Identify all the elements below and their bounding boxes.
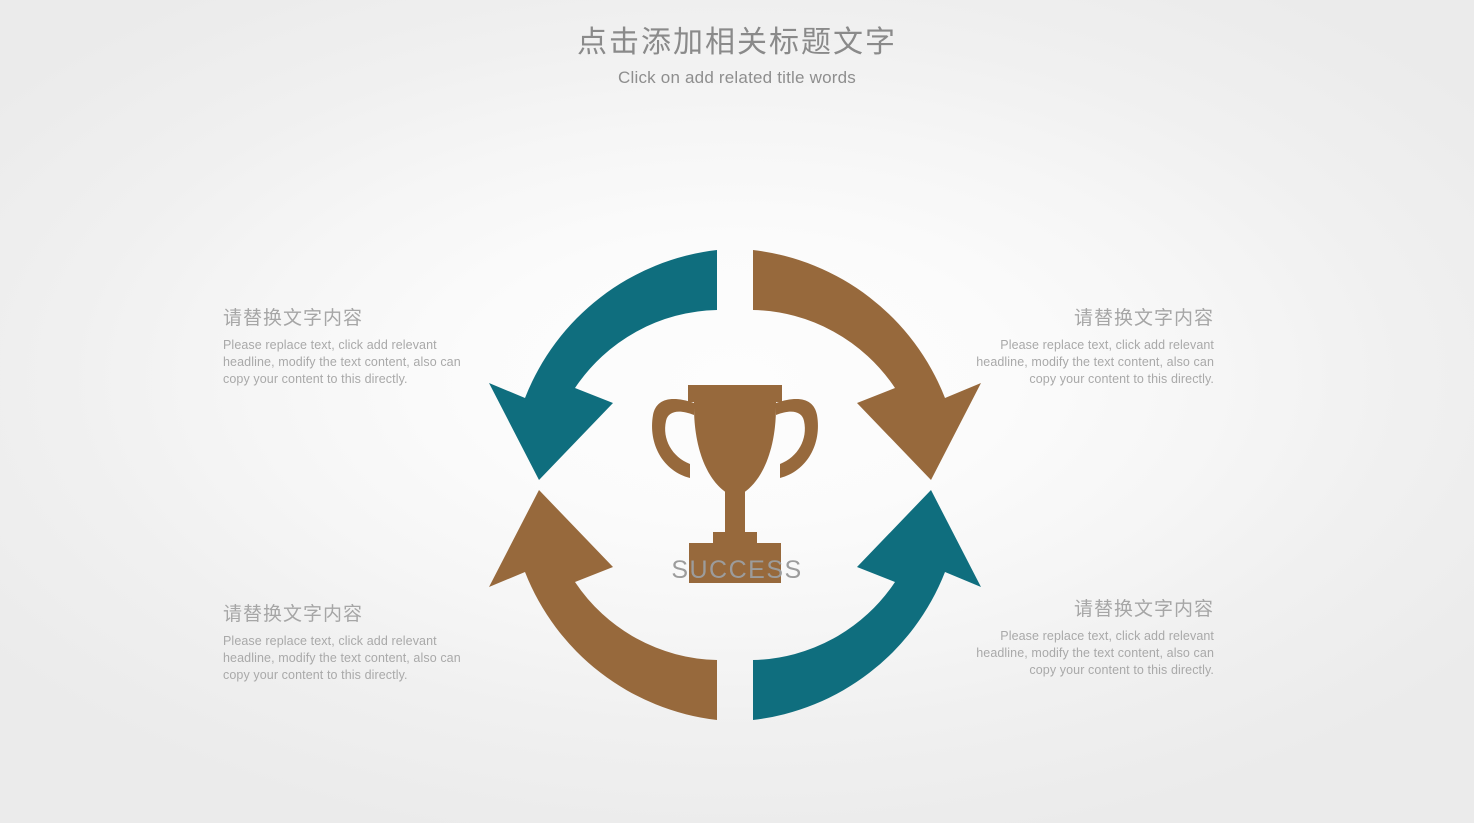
text-block-body: Please replace text, click add relevant …	[223, 634, 461, 682]
text-block-body: Please replace text, click add relevant …	[976, 338, 1214, 386]
text-block-heading: 请替换文字内容	[1073, 308, 1214, 329]
text-block-heading: 请替换文字内容	[1073, 599, 1214, 620]
top-left-arrow[interactable]	[489, 250, 717, 480]
bottom-left-arrow[interactable]	[753, 250, 981, 480]
text-block-top-right[interactable]: 请替换文字内容 Please replace text, click add r…	[952, 306, 1214, 388]
top-right-arrow[interactable]	[489, 490, 717, 720]
trophy-icon	[652, 385, 818, 583]
text-block-bottom-left[interactable]: 请替换文字内容 Please replace text, click add r…	[223, 602, 485, 684]
text-block-body: Please replace text, click add relevant …	[223, 338, 461, 386]
success-label: SUCCESS	[671, 556, 803, 584]
text-block-bottom-right[interactable]: 请替换文字内容 Please replace text, click add r…	[952, 597, 1214, 679]
page-title: 点击添加相关标题文字	[577, 26, 897, 59]
slide-title-block: 点击添加相关标题文字 Click on add related title wo…	[0, 22, 1474, 90]
cycle-diagram	[485, 235, 985, 735]
text-block-heading: 请替换文字内容	[223, 604, 364, 625]
text-block-body: Please replace text, click add relevant …	[976, 629, 1214, 677]
bottom-right-arrow[interactable]	[753, 490, 981, 720]
text-block-top-left[interactable]: 请替换文字内容 Please replace text, click add r…	[223, 306, 485, 388]
page-subtitle: Click on add related title words	[618, 68, 856, 87]
text-block-heading: 请替换文字内容	[223, 308, 364, 329]
